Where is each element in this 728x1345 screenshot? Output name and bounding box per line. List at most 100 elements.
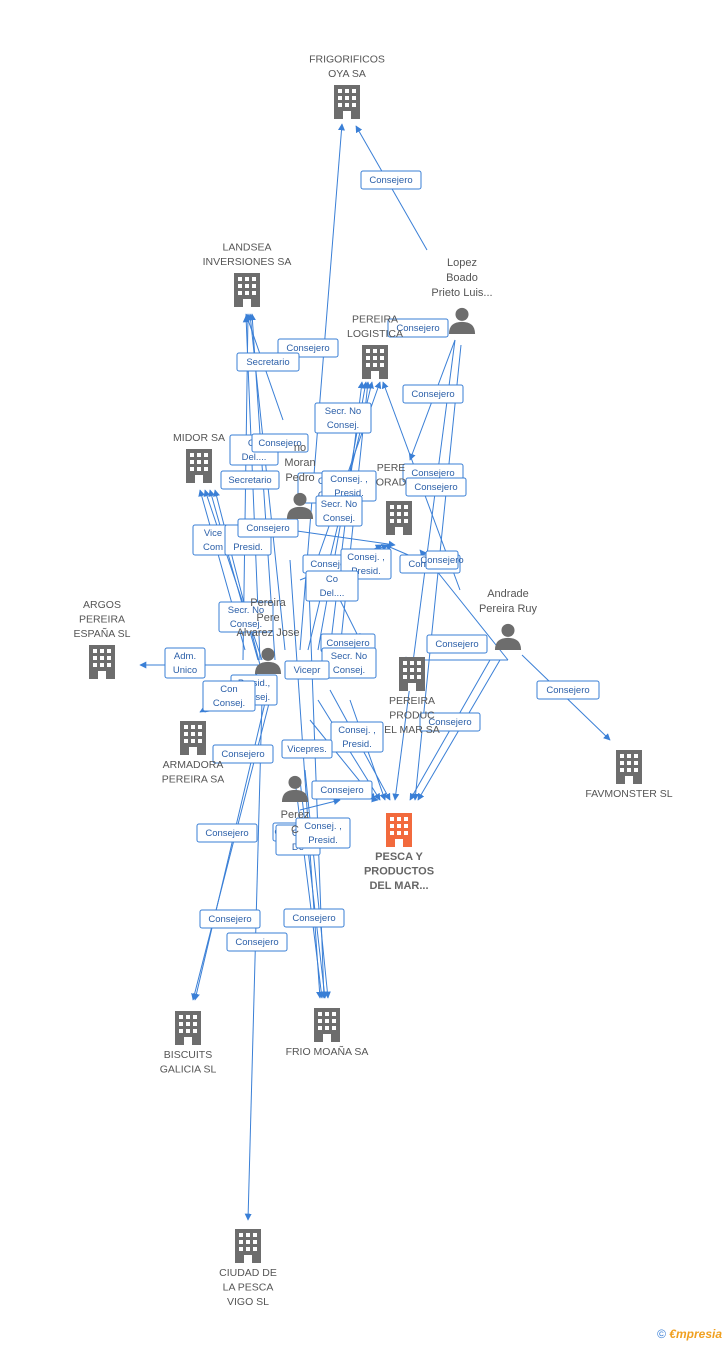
person-name: Prieto Luis... <box>431 287 492 299</box>
relation-label-text: Con <box>220 684 237 695</box>
company-name: ESPAÑA SL <box>73 627 130 640</box>
company-node-frio-moana[interactable]: FRIO MOAÑA SA <box>286 1008 369 1058</box>
relation-label-text: Consejero <box>310 559 353 570</box>
company-name: VIGO SL <box>227 1296 269 1308</box>
company-node-biscuits[interactable]: BISCUITS GALICIA SL <box>160 1011 217 1076</box>
relation-label-text: Vicepr <box>294 665 321 676</box>
company-name: ORAD <box>376 477 407 489</box>
company-node-midor[interactable]: MIDOR SA <box>173 432 225 483</box>
building-icon <box>234 273 260 307</box>
relation-label-text: Consejero <box>396 323 439 334</box>
copyright-symbol: © <box>657 1327 666 1341</box>
relationship-edge <box>193 689 269 1001</box>
company-name: DEL MAR... <box>369 880 428 892</box>
relation-label[interactable]: Consejero <box>360 170 422 190</box>
person-name: Pedro <box>285 472 314 484</box>
company-name: LANDSEA <box>222 242 271 254</box>
relation-label[interactable]: Adm. Unico <box>164 647 206 679</box>
relation-label-text: Consejero <box>320 785 363 796</box>
company-name: FRIO MOAÑA SA <box>286 1045 369 1058</box>
person-name: C <box>291 824 299 836</box>
relation-label[interactable]: Consejero <box>311 780 373 800</box>
relation-label-text: Consejero <box>221 749 264 760</box>
footer-brand[interactable]: © €mpresia <box>657 1327 722 1341</box>
brand-e-logo: € <box>669 1327 676 1341</box>
relation-label[interactable]: Consejero <box>251 433 309 453</box>
person-name: Lopez <box>447 257 477 269</box>
building-icon <box>89 645 115 679</box>
person-name: Boado <box>446 272 478 284</box>
company-name: CIUDAD DE <box>219 1267 277 1279</box>
relation-label-text: Presid. <box>351 566 381 577</box>
relation-label[interactable]: Consejero <box>536 680 600 700</box>
company-name: FAVMONSTER SL <box>585 788 672 800</box>
relation-label-text: Secr. No <box>325 406 361 417</box>
person-name: Andrade <box>487 588 529 600</box>
relation-label[interactable]: Consejero <box>196 823 258 843</box>
relationship-edge <box>213 489 261 666</box>
relation-label-text: Presid. <box>233 542 263 553</box>
relation-label[interactable]: Consejero <box>283 908 345 928</box>
relation-label[interactable]: Consejero <box>387 318 449 338</box>
relation-label[interactable]: Consejero <box>420 550 464 570</box>
person-icon <box>281 775 309 802</box>
relation-label[interactable]: Vicepr <box>284 660 330 680</box>
relation-label[interactable]: Secretario <box>236 352 300 372</box>
company-name: PEREIRA <box>79 614 125 626</box>
relation-label[interactable]: Consejero <box>212 744 274 764</box>
relation-label[interactable]: Secretario <box>220 470 280 490</box>
relation-label[interactable]: Consejero <box>199 909 261 929</box>
relation-label[interactable]: Consejero <box>405 477 467 497</box>
building-icon <box>180 721 206 755</box>
relation-label-text: Consejero <box>428 717 471 728</box>
relation-label[interactable]: Consejero <box>426 634 488 654</box>
relation-label[interactable]: Vicepres. <box>281 739 333 759</box>
relation-label-text: Unico <box>173 665 197 676</box>
person-name: no <box>294 442 306 454</box>
relation-label-text: Consejero <box>235 937 278 948</box>
person-name: Alvarez Jose <box>237 627 300 639</box>
relation-label[interactable]: Consejero <box>419 712 481 732</box>
relation-label[interactable]: Consejero <box>237 518 299 538</box>
company-name: FRIGORIFICOS <box>309 54 385 66</box>
company-name: PEREIRA <box>389 695 435 707</box>
person-icon <box>448 307 476 334</box>
person-name: Pereira <box>250 597 286 609</box>
relation-label-text: Vicepres. <box>287 744 326 755</box>
company-node-favmonster[interactable]: FAVMONSTER SL <box>585 750 673 800</box>
relationship-edge <box>339 599 361 641</box>
relation-label[interactable]: Consej. ,Presid. <box>295 817 351 849</box>
relation-label[interactable]: Consejero <box>226 932 288 952</box>
relation-label[interactable]: Consejero <box>402 384 464 404</box>
company-node-ciudad-pesca[interactable]: CIUDAD DE LA PESCA VIGO SL <box>219 1229 277 1308</box>
company-name: BISCUITS <box>164 1049 212 1061</box>
relation-label[interactable]: Consej. ,Presid. <box>330 721 384 753</box>
relation-label-text: Consej. <box>213 698 245 709</box>
relation-label-text: Secr. No <box>228 605 264 616</box>
relation-label-text: Adm. <box>174 651 196 662</box>
company-name: LA PESCA <box>223 1282 274 1294</box>
person-name: Pereira Ruy <box>479 603 538 615</box>
relation-label[interactable]: CoDel.... <box>305 570 359 602</box>
building-icon <box>235 1229 261 1263</box>
company-name: GALICIA SL <box>160 1064 217 1076</box>
